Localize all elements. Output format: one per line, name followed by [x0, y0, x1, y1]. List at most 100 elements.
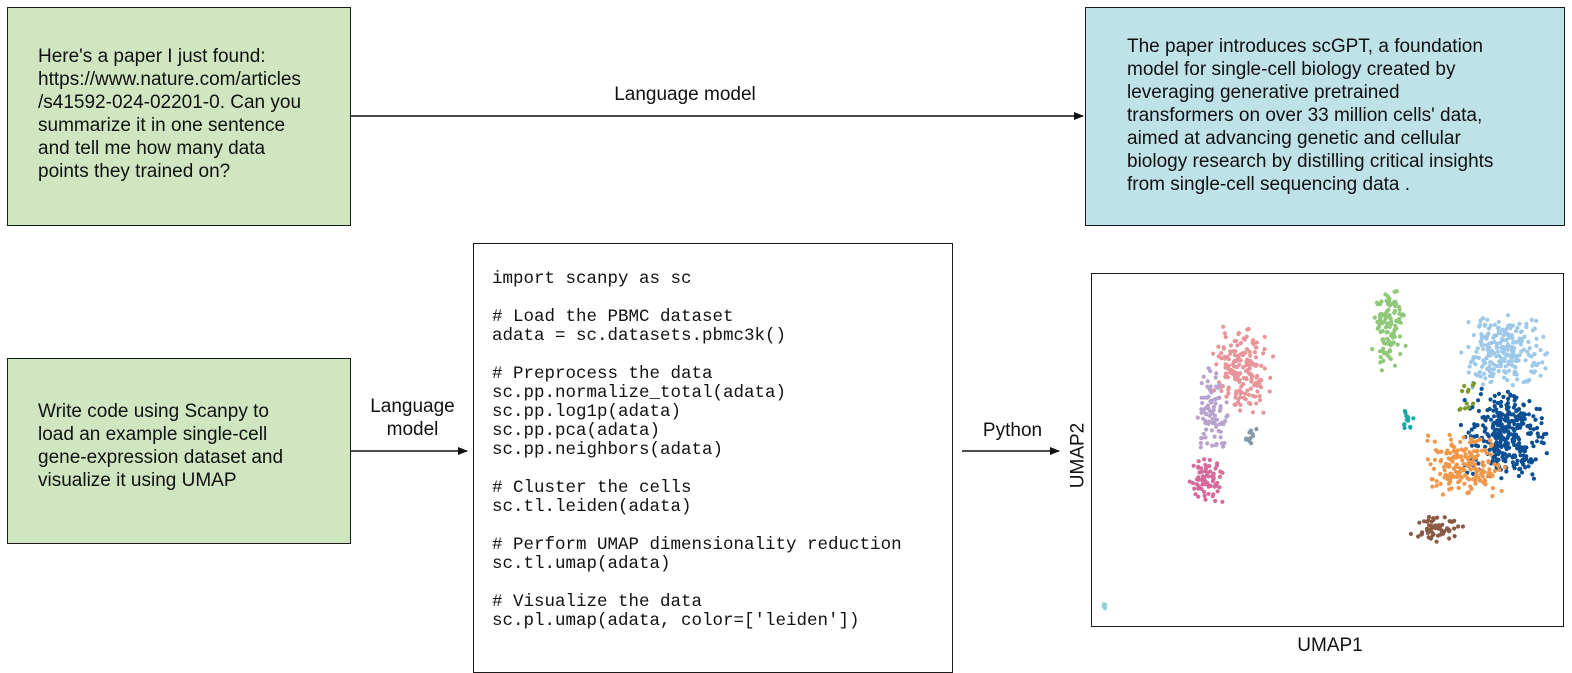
response-text-1: The paper introduces scGPT, a foundation…: [1127, 36, 1494, 195]
umap-point-cluster-4: [1400, 312, 1405, 317]
umap-point-cluster-1: [1203, 435, 1208, 440]
umap-point-cluster-1: [1218, 435, 1223, 440]
umap-point-cluster-0: [1244, 368, 1249, 374]
umap-point-cluster-6: [1543, 366, 1548, 371]
umap-point-cluster-8: [1440, 492, 1446, 497]
umap-point-cluster-6: [1534, 363, 1539, 368]
umap-point-cluster-7: [1494, 440, 1499, 445]
umap-point-cluster-0: [1233, 395, 1238, 400]
umap-point-cluster-2: [1192, 486, 1197, 491]
umap-point-cluster-7: [1510, 426, 1516, 431]
umap-point-cluster-6: [1538, 347, 1543, 353]
umap-point-cluster-4: [1378, 311, 1383, 316]
umap-point-cluster-2: [1199, 486, 1204, 492]
umap-point-cluster-3: [1248, 428, 1254, 433]
umap-point-cluster-7: [1516, 422, 1521, 427]
umap-point-cluster-0: [1248, 386, 1253, 391]
umap-point-cluster-6: [1473, 372, 1478, 377]
umap-point-cluster-0: [1262, 334, 1267, 339]
umap-point-cluster-10: [1471, 381, 1477, 386]
umap-point-cluster-6: [1526, 339, 1531, 344]
umap-point-cluster-8: [1466, 477, 1472, 482]
umap-point-cluster-8: [1467, 440, 1473, 445]
umap-point-cluster-6: [1510, 336, 1515, 341]
umap-point-cluster-0: [1236, 371, 1241, 376]
umap-point-cluster-8: [1453, 469, 1458, 474]
umap-point-cluster-1: [1210, 411, 1215, 416]
umap-point-cluster-6: [1510, 363, 1515, 368]
umap-point-cluster-8: [1441, 464, 1446, 469]
umap-point-cluster-7: [1533, 417, 1538, 422]
umap-point-cluster-9: [1460, 524, 1465, 529]
umap-point-cluster-7: [1498, 418, 1503, 423]
umap-point-cluster-0: [1223, 362, 1228, 367]
umap-point-cluster-6: [1466, 370, 1471, 375]
umap-point-cluster-7: [1535, 431, 1540, 436]
umap-point-cluster-2: [1203, 466, 1208, 471]
umap-point-cluster-6: [1506, 368, 1512, 373]
umap-point-cluster-7: [1515, 446, 1520, 451]
umap-point-cluster-7: [1491, 421, 1496, 426]
umap-point-cluster-6: [1505, 378, 1510, 383]
umap-point-cluster-7: [1516, 407, 1522, 412]
umap-point-cluster-0: [1221, 345, 1226, 350]
umap-point-cluster-7: [1523, 448, 1528, 454]
umap-point-cluster-8: [1439, 457, 1444, 463]
umap-point-cluster-7: [1518, 453, 1523, 458]
umap-point-cluster-0: [1271, 354, 1276, 359]
umap-point-cluster-9: [1435, 533, 1441, 538]
umap-point-cluster-8: [1460, 458, 1465, 463]
umap-point-cluster-7: [1544, 431, 1549, 436]
umap-point-cluster-7: [1497, 450, 1502, 455]
umap-point-cluster-6: [1478, 318, 1483, 323]
umap-point-cluster-0: [1241, 382, 1246, 387]
umap-point-cluster-8: [1480, 463, 1485, 468]
umap-plot-frame: [1091, 273, 1564, 627]
umap-point-cluster-8: [1497, 467, 1502, 472]
umap-point-cluster-8: [1430, 484, 1435, 489]
umap-point-cluster-2: [1215, 480, 1220, 485]
umap-point-cluster-8: [1486, 470, 1491, 475]
umap-point-cluster-4: [1377, 321, 1382, 327]
umap-point-cluster-2: [1207, 457, 1212, 463]
umap-point-cluster-6: [1532, 326, 1537, 331]
umap-point-cluster-7: [1490, 458, 1495, 463]
umap-point-cluster-9: [1452, 534, 1457, 539]
umap-point-cluster-7: [1501, 394, 1506, 399]
umap-point-cluster-1: [1209, 428, 1214, 433]
umap-point-cluster-6: [1479, 364, 1484, 369]
umap-point-cluster-2: [1193, 492, 1198, 497]
umap-point-cluster-2: [1202, 476, 1207, 481]
umap-point-cluster-7: [1491, 455, 1496, 460]
umap-point-cluster-0: [1232, 402, 1237, 407]
umap-point-cluster-7: [1476, 461, 1481, 466]
umap-point-cluster-2: [1196, 459, 1201, 464]
umap-point-cluster-7: [1526, 464, 1531, 469]
umap-point-cluster-6: [1494, 343, 1499, 349]
umap-point-cluster-6: [1502, 345, 1507, 350]
umap-point-cluster-6: [1467, 364, 1472, 369]
umap-point-cluster-6: [1487, 364, 1492, 369]
umap-point-cluster-6: [1502, 375, 1507, 380]
umap-point-cluster-6: [1485, 317, 1490, 322]
umap-point-cluster-4: [1391, 330, 1396, 335]
umap-point-cluster-0: [1254, 340, 1259, 345]
umap-point-cluster-8: [1473, 476, 1478, 482]
umap-point-cluster-1: [1215, 417, 1220, 422]
umap-point-cluster-0: [1221, 324, 1226, 329]
umap-point-cluster-7: [1488, 397, 1493, 402]
umap-point-cluster-7: [1530, 472, 1535, 477]
umap-point-cluster-7: [1505, 436, 1510, 441]
prompt-text-1: Here's a paper I just found: https://www…: [38, 46, 302, 182]
umap-point-cluster-5: [1402, 409, 1407, 414]
umap-point-cluster-1: [1195, 415, 1200, 420]
umap-point-cluster-1: [1205, 441, 1210, 446]
umap-point-cluster-8: [1479, 448, 1485, 453]
umap-point-cluster-7: [1501, 437, 1506, 442]
umap-point-cluster-6: [1527, 346, 1532, 351]
umap-point-cluster-9: [1456, 524, 1461, 529]
umap-point-cluster-4: [1394, 319, 1399, 324]
umap-point-cluster-6: [1500, 349, 1505, 354]
umap-point-cluster-0: [1223, 371, 1229, 376]
umap-point-cluster-6: [1483, 376, 1488, 381]
